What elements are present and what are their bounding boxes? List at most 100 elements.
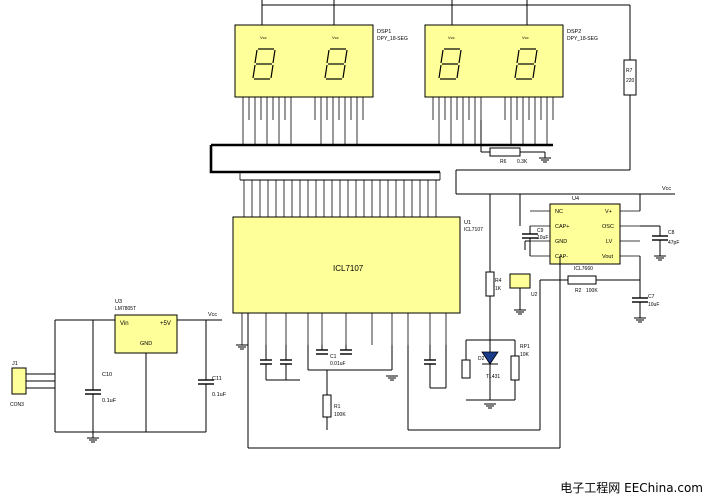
u2-pin-vout: Vout xyxy=(602,254,613,260)
dsp2-ref: DSP2 xyxy=(567,29,581,35)
u1-bottom-pins xyxy=(241,313,447,345)
c11-ref: C11 xyxy=(212,376,222,382)
c8-value: 47pF xyxy=(668,240,679,246)
r2-value: 100K xyxy=(586,288,598,294)
dsp2-vcc2: Vcc xyxy=(522,35,529,40)
capacitor-c10: C10 0.1uF xyxy=(85,320,117,432)
dsp2-part: DPY_18-SEG xyxy=(567,36,598,42)
ground-icon xyxy=(514,309,526,315)
dsp1-part: DPY_18-SEG xyxy=(377,36,408,42)
dsp2-digit1-icon xyxy=(438,48,462,80)
r4-value: 1K xyxy=(495,286,502,292)
u3-pin-vin: Vin xyxy=(120,321,129,327)
u2-part: ICL7660 xyxy=(574,266,593,272)
dsp1-pins xyxy=(242,97,364,120)
display-dsp1: DSP1 DPY_18-SEG Vcc Vcc xyxy=(234,24,408,120)
top-wiring xyxy=(261,0,631,194)
vcc-net: Vcc xyxy=(456,186,675,226)
regulator-u3: U3 LM7805T Vin +5V GND Vcc xyxy=(55,299,222,432)
c8-ref: C8 xyxy=(668,230,675,236)
d2-ref: D2 xyxy=(478,356,485,362)
ground-icon xyxy=(386,375,398,381)
capacitor-c9: C9 10uF xyxy=(522,226,548,256)
r6-ref: R6 xyxy=(500,159,507,165)
capacitor-c8: C8 47pF xyxy=(640,225,679,261)
small-chip-u2: U2 xyxy=(509,273,538,315)
dsp2-digit2-icon xyxy=(514,48,538,80)
watermark: 电子工程网 EEChina.com xyxy=(560,481,703,495)
u1-bottom-components: C1 0.01uF R1 100K xyxy=(236,256,561,449)
c7-ref: C7 xyxy=(648,294,655,300)
u3-ref: U3 xyxy=(115,299,122,305)
u1-title: ICL7107 xyxy=(333,264,364,273)
dsp1-vcc1: Vcc xyxy=(260,35,267,40)
u2-pin-capminus: CAP- xyxy=(555,254,568,260)
dsp2-pins xyxy=(432,97,554,120)
resistor-r2: R2 100K xyxy=(567,275,598,294)
c1-ref: C1 xyxy=(330,354,337,360)
dsp1-digit1-icon xyxy=(252,48,276,80)
j1-body xyxy=(11,367,27,395)
u1-body xyxy=(232,216,461,314)
j1-part: CON3 xyxy=(10,402,24,408)
u2-pin-capplus: CAP+ xyxy=(555,224,570,230)
dsp1-digit2-icon xyxy=(324,48,348,80)
capacitor-c11: C11 0.1uF xyxy=(198,320,227,432)
dsp1-vcc2: Vcc xyxy=(332,35,339,40)
ground-icon xyxy=(236,344,248,350)
u3-body xyxy=(114,314,178,354)
dsp1-ref: DSP1 xyxy=(377,29,391,35)
c9-ref: C9 xyxy=(537,228,544,234)
connector-j1: J1 CON3 xyxy=(10,320,56,432)
u1-part: ICL7107 xyxy=(464,227,483,233)
c9-value: 10uF xyxy=(537,235,548,241)
ground-icon xyxy=(87,432,99,443)
r5-value: 10K xyxy=(520,352,530,358)
u2-pin-nc: NC xyxy=(555,209,563,215)
dsp1-body xyxy=(234,24,374,98)
resistor-r6: R6 0.3K xyxy=(480,120,551,165)
reference-d2-tl431: D2 TL431 RP1 10K xyxy=(461,339,530,409)
u2-body xyxy=(549,203,621,265)
d2-part: TL431 xyxy=(486,374,500,380)
c10-ref: C10 xyxy=(102,372,112,378)
u2-pin-osc: OSC xyxy=(602,224,614,230)
chip-u2-icl7660: U4 ICL7660 NC V+ CAP+ OSC GND LV CAP- Vo… xyxy=(530,196,640,272)
dsp2-body xyxy=(424,24,564,98)
c10-value: 0.1uF xyxy=(102,398,117,404)
u3-pin-out: +5V xyxy=(160,321,171,327)
ground-icon xyxy=(654,255,666,261)
u1-top-pins xyxy=(239,172,441,217)
resistor-r7: R7 220 xyxy=(623,59,637,96)
r2-ref: R2 xyxy=(575,288,582,294)
rp1-potentiometer-icon xyxy=(510,355,520,381)
c1-value: 0.01uF xyxy=(330,361,346,367)
r1-value: 100K xyxy=(334,412,346,418)
chip-u1-icl7107: ICL7107 U1 ICL7107 xyxy=(232,172,483,345)
r7-value: 220 xyxy=(626,78,635,84)
c7-value: 10uF xyxy=(648,302,659,308)
vcc-label: Vcc xyxy=(662,186,671,192)
u2-pin-vplus: V+ xyxy=(605,209,612,215)
ground-icon xyxy=(524,240,530,250)
r1-ref: R1 xyxy=(334,404,341,410)
c11-value: 0.1uF xyxy=(212,392,227,398)
u3-part: LM7805T xyxy=(115,306,136,312)
dsp2-vcc1: Vcc xyxy=(448,35,455,40)
power-ground-rail xyxy=(55,431,206,443)
ground-icon xyxy=(484,403,496,409)
rp1-ref: RP1 xyxy=(520,344,530,350)
u1-ref: U1 xyxy=(464,220,471,226)
u2-small-ref: U2 xyxy=(531,292,538,298)
u3-pin-gnd: GND xyxy=(140,341,152,347)
u2-pin-gnd: GND xyxy=(555,239,567,245)
u2-pin-lv: LV xyxy=(606,239,613,245)
u4-ref: U4 xyxy=(572,196,579,202)
display-dsp2: DSP2 DPY_18-SEG Vcc Vcc xyxy=(424,24,598,120)
capacitor-c7: C7 10uF xyxy=(540,256,659,323)
r4-ref: R4 xyxy=(495,278,502,284)
resistor-r4: R4 1K xyxy=(485,194,502,340)
u3-vcc-label: Vcc xyxy=(208,312,217,318)
display-bus xyxy=(209,120,553,174)
